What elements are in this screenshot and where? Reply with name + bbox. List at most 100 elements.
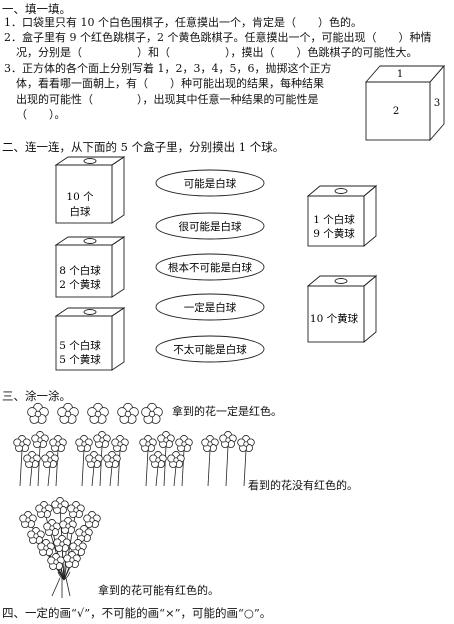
- box5-label-line1: 10 个黄球: [310, 312, 359, 325]
- oval3-label: 根本不可能是白球: [168, 261, 252, 274]
- stemmed-flower-7[interactable]: [93, 431, 111, 449]
- question-2-line1: 2．盒子里有 9 个红色跳棋子，2 个黄色跳棋子。任意摸出一个，可能出现（ ）种…: [4, 31, 432, 44]
- flower-stem: [19, 449, 23, 487]
- stemmed-flower-11[interactable]: [139, 435, 157, 453]
- bouquet-flower-1[interactable]: [19, 511, 37, 529]
- bouquet-flower-6[interactable]: [27, 527, 45, 545]
- oval4-label: 一定是白球: [184, 301, 237, 314]
- stemmed-flower-14[interactable]: [149, 451, 167, 469]
- oval2-label: 很可能是白球: [179, 220, 242, 233]
- bouquet-flower-2[interactable]: [35, 501, 53, 519]
- stemmed-flower-15[interactable]: [167, 451, 185, 469]
- bouquet-flower-14[interactable]: [63, 551, 81, 569]
- flower-stem: [63, 559, 73, 581]
- question-1: 1．口袋里只有 10 个白色围棋子，任意摸出一个，肯定是（ ）色的。: [4, 16, 362, 29]
- box-10-yellow: [306, 275, 378, 343]
- stemmed-flower-16[interactable]: [201, 435, 219, 453]
- section2-heading: 二、连一连，从下面的 5 个盒子里，分别摸出 1 个球。: [2, 140, 285, 154]
- flower-stem: [243, 449, 247, 487]
- numbered-cube: [365, 64, 445, 142]
- cube-face-front: 2: [393, 106, 399, 117]
- oval-certainly-white[interactable]: [155, 293, 265, 321]
- flower-stem: [207, 449, 211, 487]
- oval-possible-white[interactable]: [155, 169, 265, 197]
- flower-stem: [55, 561, 65, 581]
- flower-stem: [225, 445, 229, 487]
- stemmed-flower-10[interactable]: [103, 451, 121, 469]
- flower-stem: [91, 465, 95, 487]
- loose-flower-1[interactable]: [27, 402, 49, 424]
- bouquet-flower-5[interactable]: [83, 511, 101, 529]
- stemmed-flower-3[interactable]: [49, 435, 67, 453]
- stemmed-flower-17[interactable]: [219, 431, 237, 449]
- stemmed-flower-1[interactable]: [13, 435, 31, 453]
- box-5-white-5-yellow: [54, 307, 126, 371]
- flower-stem: [145, 449, 149, 487]
- flower-stem: [109, 465, 113, 487]
- cube-face-top: 1: [397, 69, 403, 80]
- oval-impossible-white[interactable]: [155, 253, 265, 281]
- flower-stem: [99, 445, 103, 487]
- flower-stem: [163, 445, 167, 487]
- box-10-white: [54, 156, 126, 224]
- loose-flower-2[interactable]: [57, 402, 79, 424]
- bouquet-flower-10[interactable]: [37, 539, 55, 557]
- box-8-white-2-yellow: [54, 236, 126, 298]
- bouquet-flower-9[interactable]: [75, 525, 93, 543]
- flower-stem: [117, 449, 121, 487]
- stemmed-flower-13[interactable]: [175, 435, 193, 453]
- oval5-label: 不太可能是白球: [173, 343, 247, 356]
- box4-label-line1: 1 个白球: [313, 213, 355, 226]
- loose-flower-4[interactable]: [117, 402, 139, 424]
- caption-some-red: 拿到的花可能有红色的。: [98, 584, 219, 597]
- flower-stem: [63, 519, 93, 581]
- question-3-line3: 出现的可能性（ ），出现其中任意一种结果的可能性是: [16, 93, 319, 106]
- section3-heading: 三、涂一涂。: [2, 389, 71, 403]
- flower-stem: [27, 519, 65, 581]
- flower-stem: [51, 527, 65, 581]
- flower-stem: [59, 505, 65, 581]
- stemmed-flower-8[interactable]: [111, 435, 129, 453]
- bouquet-flower-3[interactable]: [51, 497, 69, 515]
- caption-all-red: 拿到的花一定是红色。: [172, 405, 282, 418]
- flower-stem: [37, 445, 41, 487]
- stemmed-flower-2[interactable]: [31, 431, 49, 449]
- stemmed-flower-4[interactable]: [23, 451, 41, 469]
- bouquet-flower-11[interactable]: [53, 535, 71, 553]
- flower-stem: [155, 465, 159, 487]
- oval-unlikely-white[interactable]: [155, 335, 265, 363]
- stemmed-flower-18[interactable]: [237, 435, 255, 453]
- loose-flower-5[interactable]: [141, 402, 163, 424]
- bouquet-ribbon: [51, 571, 71, 598]
- caption-none-red: 看到的花没有红色的。: [248, 479, 358, 492]
- flower-stem: [55, 449, 59, 487]
- oval-very-likely-white[interactable]: [155, 212, 265, 240]
- box4-label-line2: 9 个黄球: [313, 227, 355, 240]
- section1-heading: 一、填一填。: [2, 2, 71, 16]
- bouquet-flower-7[interactable]: [43, 519, 61, 537]
- loose-flower-3[interactable]: [87, 402, 109, 424]
- box-1-white-9-yellow: [306, 185, 378, 247]
- stemmed-flower-12[interactable]: [157, 431, 175, 449]
- flower-stem: [63, 533, 85, 581]
- flower-stem: [47, 465, 51, 487]
- bouquet-flower-4[interactable]: [67, 501, 85, 519]
- box2-label-line2: 2 个黄球: [59, 278, 101, 291]
- stemmed-flower-6[interactable]: [75, 435, 93, 453]
- flower-stem: [61, 543, 65, 581]
- question-3-line1: 3．正方体的各个面上分别写着 1，2，3，4，5，6，抛掷这个正方: [4, 62, 332, 75]
- flower-stem: [63, 547, 79, 581]
- box3-label-line1: 5 个白球: [59, 339, 101, 352]
- flower-stem: [173, 465, 177, 487]
- bouquet-flower-8[interactable]: [59, 517, 77, 535]
- stemmed-flower-5[interactable]: [41, 451, 59, 469]
- box1-label-line2: 白球: [70, 205, 91, 218]
- question-2-line2: 况，分别是（ ）和（ ），摸出（ ）色跳棋子的可能性大。: [16, 46, 418, 59]
- flower-stem: [35, 535, 65, 581]
- flower-stem: [45, 547, 65, 581]
- flower-stem: [43, 509, 65, 581]
- bouquet-flower-13[interactable]: [47, 553, 65, 571]
- bouquet-flower-12[interactable]: [69, 539, 87, 557]
- box1-label-line1: 10 个: [66, 191, 94, 203]
- stemmed-flower-9[interactable]: [85, 451, 103, 469]
